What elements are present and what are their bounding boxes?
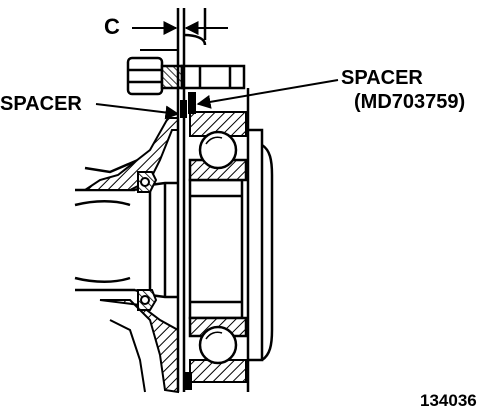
spindle xyxy=(134,181,178,299)
spacer-left-part xyxy=(180,100,187,118)
spacer-md703759-part xyxy=(188,92,196,114)
ball-bearings xyxy=(198,130,238,365)
oil-seal-top xyxy=(137,171,158,193)
leader-lines xyxy=(95,79,339,120)
bearing-inner-race xyxy=(188,158,248,338)
figure-number: 134036 xyxy=(420,391,477,410)
bearing-outer-race xyxy=(189,111,247,383)
oil-seal-bottom xyxy=(137,289,158,311)
spacer-right-part-number: (MD703759) xyxy=(354,91,465,113)
bolt-nut xyxy=(126,56,246,96)
spacer-bottom-part xyxy=(184,372,192,390)
brake-disc-plate xyxy=(176,8,207,392)
spacer-right-label: SPACER xyxy=(341,67,423,89)
hub-body xyxy=(246,88,274,392)
clearance-label: C xyxy=(104,14,120,39)
spacer-left-label: SPACER xyxy=(0,93,82,115)
